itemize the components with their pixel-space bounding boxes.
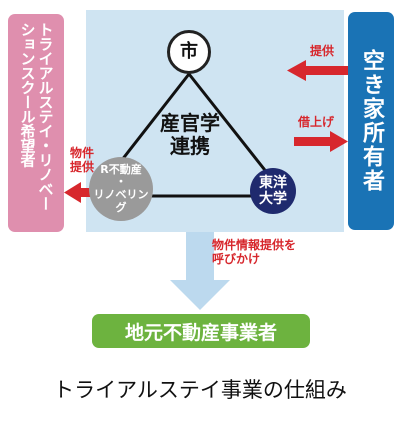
- r-node-line3: リノベリング: [93, 188, 149, 214]
- info-request-label: 物件情報提供を 呼びかけ: [212, 238, 296, 266]
- city-label: 市: [180, 40, 198, 62]
- property-provide-line2: 提供: [70, 160, 95, 174]
- property-provide-label: 物件 提供: [70, 146, 94, 174]
- local-agents-label: 地元不動産事業者: [124, 321, 277, 344]
- edge-city-toyo: [187, 73, 270, 175]
- center-line1: 産官学: [160, 111, 220, 135]
- applicants-line1: トライアルステイ・リノベー: [36, 22, 55, 211]
- rent-label: 借上げ: [298, 115, 335, 129]
- toyo-university-node: 東洋 大学: [250, 168, 296, 214]
- owner-label: 空き家所有者: [359, 49, 384, 193]
- city-node: 市: [167, 30, 211, 74]
- down-arrow-icon: [170, 232, 230, 310]
- arrow-rent: [294, 131, 348, 152]
- toyo-line1: 東洋: [259, 174, 287, 191]
- industry-government-academia-label: 産官学 連携: [150, 112, 230, 158]
- applicants-line2: ションスクール希望者: [18, 22, 37, 167]
- arrow-provide: [287, 60, 348, 81]
- r-realestate-node: R不動産 ・ リノベリング: [89, 157, 153, 221]
- r-node-line1: R不動産: [100, 162, 142, 176]
- property-provide-line1: 物件: [70, 146, 95, 160]
- center-line2: 連携: [170, 134, 210, 158]
- local-realestate-agents-box: 地元不動産事業者: [92, 314, 310, 348]
- toyo-line2: 大学: [259, 191, 287, 207]
- trial-stay-applicants-box: トライアルステイ・リノベー ションスクール希望者: [8, 14, 64, 232]
- diagram-caption: トライアルステイ事業の仕組み: [53, 378, 347, 402]
- r-node-line2: ・: [115, 175, 127, 189]
- info-line1: 物件情報提供を: [212, 238, 297, 252]
- info-line2: 呼びかけ: [212, 252, 261, 266]
- vacant-house-owner-box: 空き家所有者: [348, 12, 394, 230]
- edge-city-r: [116, 73, 191, 166]
- provide-label: 提供: [310, 44, 335, 58]
